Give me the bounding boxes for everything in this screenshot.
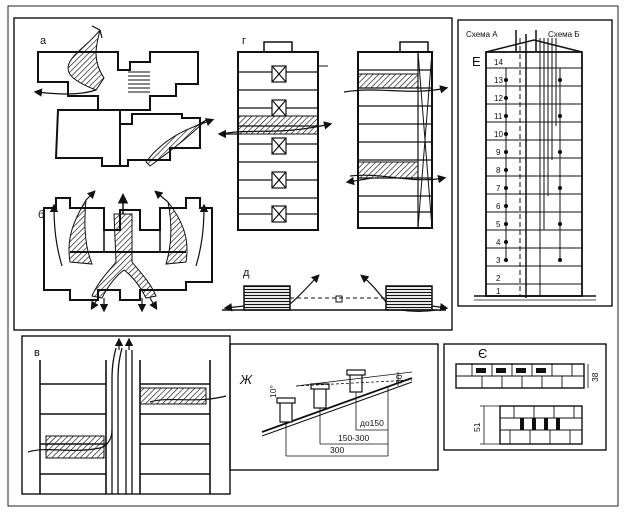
panel-v-section: в [21,335,231,495]
dim-150-300: 150-300 [338,433,369,443]
floor-number: 12 [494,94,503,103]
outer-frame [7,5,619,507]
dim-51: 51 [472,422,482,432]
panel-d-section: д [222,267,449,312]
floor-number: 13 [494,76,503,85]
panel-label-ye: Є [478,346,487,361]
main-panel: а б [13,17,453,331]
panel-b-plan: б [38,190,213,313]
panel-label-d: д [243,267,250,279]
panel-label-b: б [38,209,44,221]
floor-number: 8 [496,166,501,175]
dim-10deg: 10° [268,385,278,398]
panel-label-g: г [242,35,246,47]
floor-number: 11 [494,112,503,121]
floor-number: 1 [496,287,501,296]
scheme-b-label: Схема Б [548,30,580,39]
dim-38: 38 [590,372,600,382]
floor-number-column: 14 13 12 11 10 9 8 7 6 5 4 3 2 1 [494,58,503,296]
panel-zh-roof-detail: Ж 50 10° до150 150-300 300 [229,343,439,471]
panel-a-plan: а [33,25,215,167]
panel-label-e: Е [472,54,481,69]
panel-g-elevations: г [217,35,449,231]
scheme-a-label: Схема А [466,30,498,39]
floor-number: 5 [496,220,501,229]
floor-number: 6 [496,202,501,211]
floor-number: 7 [496,184,501,193]
dim-do150: до150 [360,418,384,428]
floor-number: 3 [496,256,501,265]
floor-number: 4 [496,238,501,247]
dim-50: 50 [394,374,404,384]
floor-number: 10 [494,130,503,139]
panel-label-v: в [34,347,40,359]
floor-number: 14 [494,58,503,67]
panel-ye-masonry: Є 38 51 [443,343,607,451]
floor-number: 9 [496,148,501,157]
panel-e-section: Схема А Схема Б Е 14 13 12 11 10 9 [457,19,613,307]
dim-300: 300 [330,445,344,455]
panel-label-zh: Ж [239,372,253,387]
floor-number: 2 [496,274,501,283]
panel-label-a: а [40,35,47,47]
